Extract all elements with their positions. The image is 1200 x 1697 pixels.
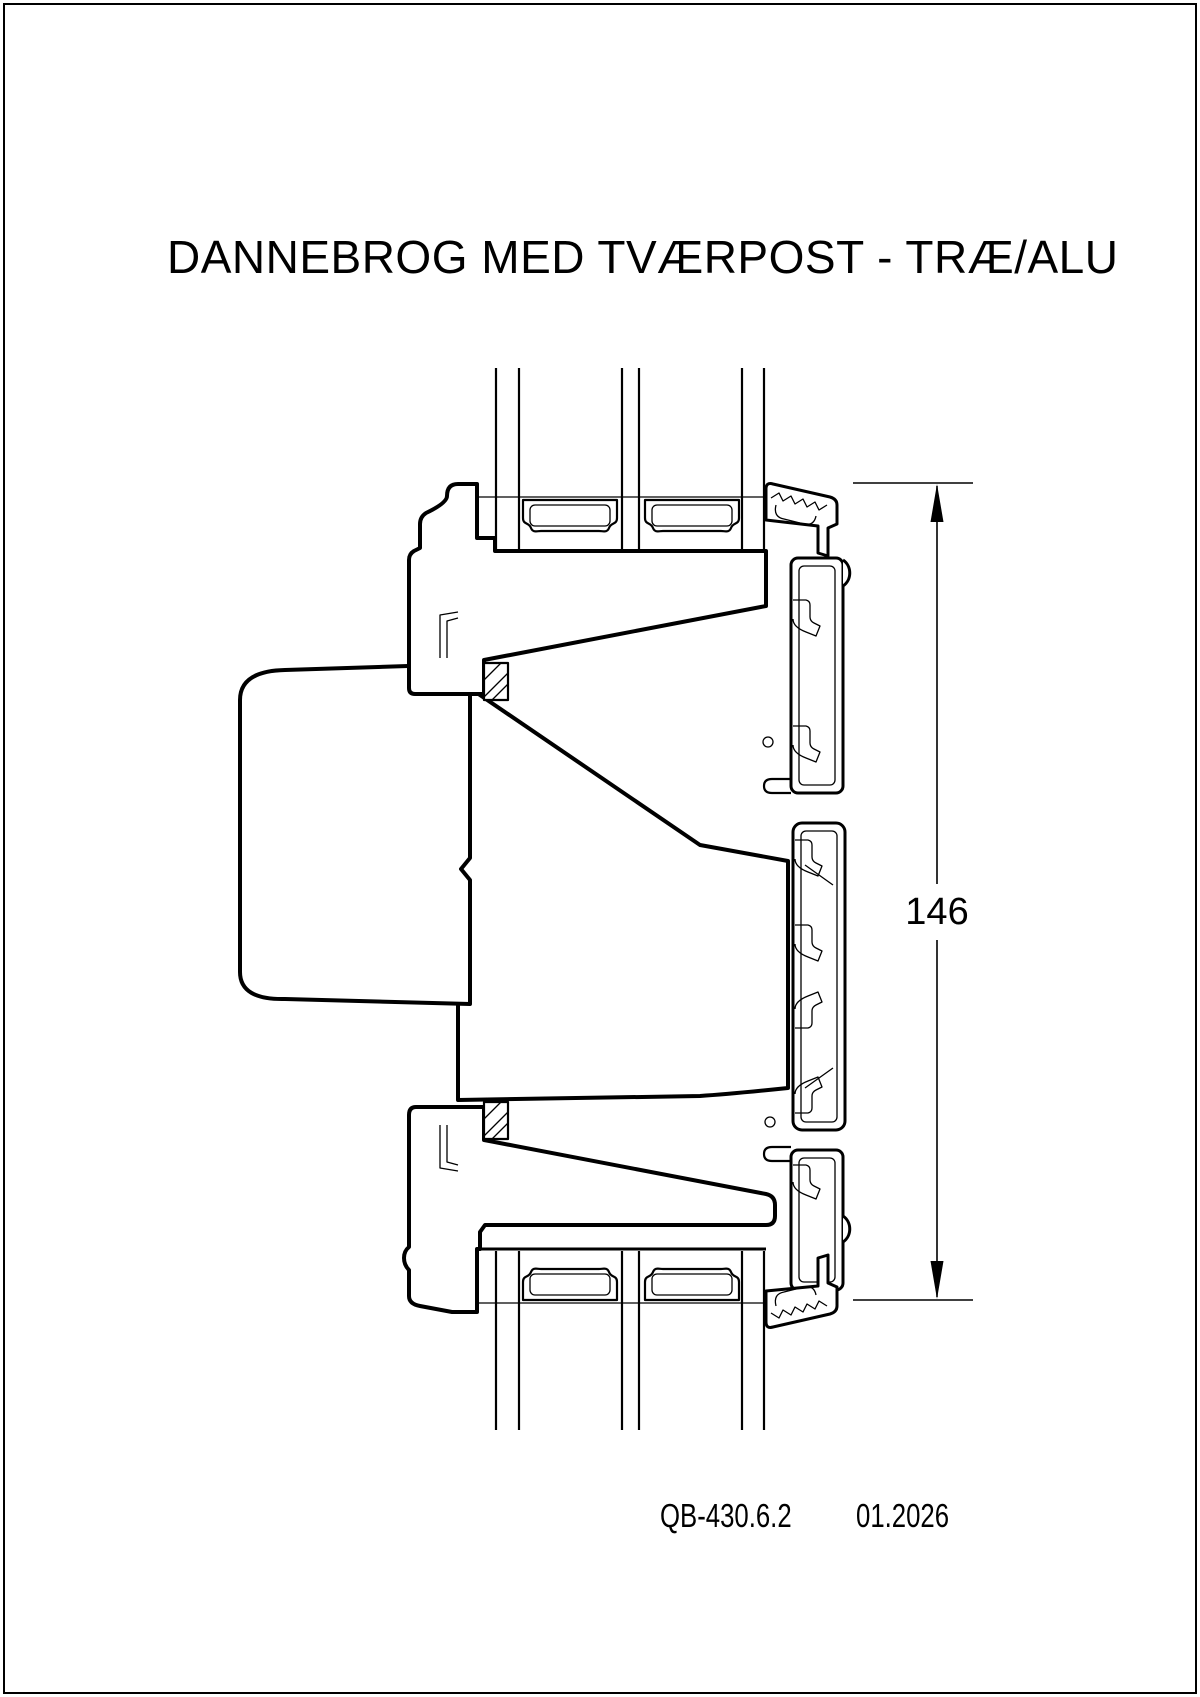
alu-glazing-bead-upper bbox=[764, 482, 839, 558]
alu-glazing-bead-lower bbox=[764, 1253, 839, 1329]
doc-date: 01.2026 bbox=[855, 1497, 949, 1534]
gasket-lower bbox=[482, 1100, 510, 1141]
glazing-spacer bbox=[643, 1267, 741, 1302]
upper-sash-profile bbox=[407, 482, 768, 696]
glazing-spacer bbox=[521, 1267, 619, 1302]
upper-glazing bbox=[494, 368, 766, 549]
dimension-146: 146 bbox=[853, 482, 973, 1301]
transom-profile bbox=[456, 678, 790, 1102]
gasket-nib-lower bbox=[764, 1116, 776, 1128]
glazing-spacer bbox=[521, 498, 619, 533]
alu-sash-cladding-lower bbox=[762, 1145, 852, 1292]
sheet-border bbox=[3, 3, 1197, 1694]
alu-transom-capping bbox=[791, 821, 847, 1132]
title-block: QB-430.6.2 01.2026 bbox=[660, 1497, 975, 1535]
lower-sash-profile bbox=[402, 1105, 777, 1314]
doc-number: QB-430.6.2 bbox=[660, 1497, 792, 1534]
dimension-value: 146 bbox=[905, 891, 968, 933]
drawing-title: DANNEBROG MED TVÆRPOST - TRÆ/ALU bbox=[167, 231, 1119, 283]
dimension-arrow-up bbox=[930, 484, 944, 522]
dimension-arrow-down bbox=[930, 1261, 944, 1299]
lower-glazing bbox=[494, 1251, 766, 1430]
alu-sash-cladding-upper bbox=[762, 556, 852, 795]
transom-interior-profile bbox=[238, 662, 472, 1006]
glazing-spacer bbox=[643, 498, 741, 533]
gasket-upper bbox=[482, 661, 510, 702]
gasket-nib-upper bbox=[762, 736, 774, 748]
